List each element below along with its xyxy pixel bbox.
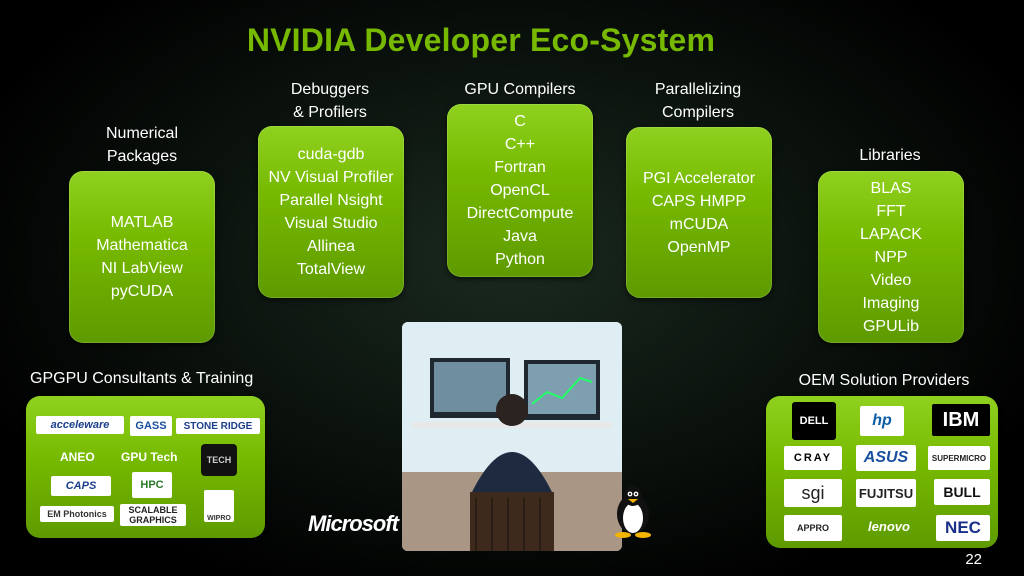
gass-logo: GASS	[130, 416, 172, 436]
page-number: 22	[965, 551, 982, 568]
list-item: Allinea	[306, 238, 356, 255]
sgi-logo: sgi	[784, 479, 842, 507]
list-item: C	[514, 113, 526, 130]
bull-logo: BULL	[934, 479, 990, 505]
aneo-logo: ANEO	[60, 450, 95, 464]
list-item: C++	[504, 136, 536, 153]
lenovo-logo: lenovo	[868, 518, 910, 534]
developer-photo	[402, 322, 622, 551]
microsoft-logo: Microsoft	[308, 511, 399, 536]
hp-logo: hp	[860, 406, 904, 436]
consultants-box: acceleware GASS STONE RIDGE ANEO GPU Tec…	[26, 396, 265, 538]
ibm-logo: IBM	[932, 404, 990, 436]
fujitsu-logo: FUJITSU	[856, 479, 916, 507]
list-item: cuda-gdb	[297, 146, 365, 163]
em-photonics-logo: EM Photonics	[40, 506, 114, 522]
list-item: Video	[870, 271, 912, 289]
list-item: Visual Studio	[284, 215, 378, 232]
oem-label: OEM Solution Providers	[798, 372, 970, 389]
list-item: FFT	[876, 202, 906, 220]
numerical-packages-box: MATLAB Mathematica NI LabView pyCUDA	[69, 171, 215, 343]
linux-penguin-icon	[615, 486, 651, 538]
parallelizing-compilers-label: Parallelizing Compilers	[654, 81, 742, 121]
oem-box: DELL hp IBM CRAY ASUS SUPERMICRO sgi FUJ…	[766, 396, 998, 548]
slide-title: NVIDIA Developer Eco-System	[246, 22, 716, 58]
list-item: OpenMP	[667, 238, 731, 256]
list-item: Parallel Nsight	[279, 192, 383, 209]
list-item: NV Visual Profiler	[268, 169, 394, 186]
list-item: CAPS HMPP	[651, 192, 747, 210]
asus-logo: ASUS	[856, 445, 916, 471]
list-item: Fortran	[494, 159, 546, 176]
list-item: Mathematica	[96, 237, 188, 254]
wipro-logo: WIPRO	[204, 490, 234, 522]
acceleware-logo: acceleware	[36, 416, 124, 434]
list-item: Python	[495, 251, 545, 268]
list-item: pyCUDA	[110, 283, 174, 300]
list-item: GPULib	[862, 317, 920, 335]
appro-logo: APPRO	[784, 515, 842, 541]
debuggers-label: Debuggers & Profilers	[290, 81, 370, 121]
libraries-label: Libraries	[859, 147, 921, 164]
tech-logo: TECH	[201, 444, 237, 476]
list-item: MATLAB	[110, 214, 174, 231]
stone-ridge-logo: STONE RIDGE	[176, 418, 260, 434]
list-item: BLAS	[870, 179, 912, 197]
nec-logo: NEC	[936, 515, 990, 541]
list-item: mCUDA	[669, 215, 729, 233]
caps-logo: CAPS	[51, 476, 111, 496]
list-item: Java	[503, 228, 537, 245]
list-item: NI LabView	[101, 260, 183, 277]
numerical-packages-label: Numerical Packages	[105, 125, 178, 165]
cray-logo: CRAY	[784, 446, 842, 470]
parallelizing-compilers-box: PGI Accelerator CAPS HMPP mCUDA OpenMP	[626, 127, 772, 298]
scalable-graphics-logo: SCALABLE GRAPHICS	[120, 504, 186, 526]
gpu-tech-logo: GPU Tech	[121, 450, 178, 464]
gpu-compilers-box: C C++ Fortran OpenCL DirectCompute Java …	[447, 104, 593, 277]
hpc-logo: HPC	[132, 472, 172, 498]
list-item: LAPACK	[860, 225, 922, 243]
debuggers-box: cuda-gdb NV Visual Profiler Parallel Nsi…	[258, 126, 404, 298]
gpu-compilers-label: GPU Compilers	[464, 81, 576, 98]
developer-illustration	[402, 322, 622, 551]
list-item: OpenCL	[490, 182, 550, 199]
list-item: Imaging	[862, 294, 920, 312]
consultants-label: GPGPU Consultants & Training	[30, 370, 254, 387]
list-item: PGI Accelerator	[642, 169, 756, 187]
list-item: TotalView	[296, 261, 366, 278]
dell-logo: DELL	[792, 402, 836, 440]
list-item: NPP	[874, 248, 908, 266]
list-item: DirectCompute	[466, 205, 574, 222]
supermicro-logo: SUPERMICRO	[928, 446, 990, 470]
libraries-box: BLAS FFT LAPACK NPP Video Imaging GPULib	[818, 171, 964, 343]
